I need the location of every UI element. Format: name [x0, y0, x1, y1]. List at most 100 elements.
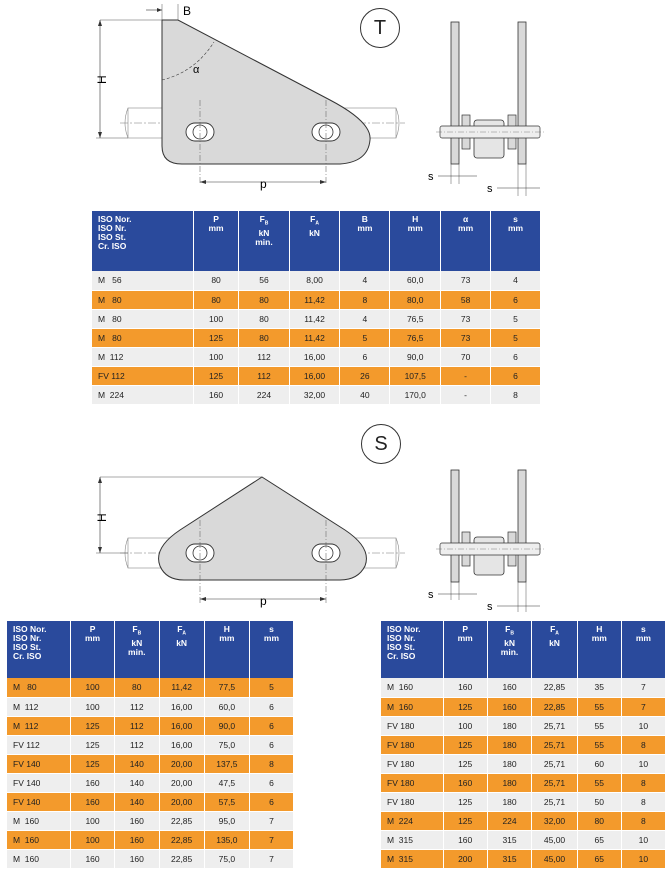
- table-cell: 32,00: [289, 385, 341, 405]
- label-b: B: [183, 4, 191, 18]
- table-cell: 224: [238, 385, 290, 405]
- table-cell: M 160: [381, 697, 444, 717]
- header-main: P: [213, 214, 219, 224]
- table-cell: M 112: [92, 347, 194, 367]
- table-cell: FV 180: [381, 754, 444, 774]
- table-cell: 112: [114, 735, 160, 755]
- table-cell: 76,5: [389, 328, 442, 348]
- table-cell: 135,0: [204, 830, 250, 850]
- table-cell: 22,85: [159, 830, 205, 850]
- table-cell: M 80: [92, 328, 194, 348]
- table-cell: 112: [114, 716, 160, 736]
- s-plate-front-view: [96, 476, 405, 605]
- table-cell: 6: [339, 347, 391, 367]
- table-cell: 100: [70, 811, 116, 831]
- table-cell: FV 140: [7, 773, 72, 793]
- header-unit: kN: [504, 637, 515, 648]
- table-cell: FV 140: [7, 754, 72, 774]
- table-cell: 160: [193, 385, 240, 405]
- table-cell: 5: [339, 328, 391, 348]
- table-cell: 90,0: [204, 716, 250, 736]
- header-main: ISO Nor. ISO Nr. ISO St. Cr. ISO: [98, 214, 132, 251]
- header-main: B: [361, 214, 368, 224]
- table-cell: M 160: [7, 849, 72, 869]
- label-s-bottom-left: s: [428, 589, 434, 601]
- table-cell: 55: [577, 735, 622, 755]
- header-main: s: [269, 624, 274, 634]
- table-cell: 315: [487, 849, 533, 869]
- type-t-badge: T: [360, 8, 400, 48]
- table-cell: 10: [621, 849, 667, 869]
- table-cell: 32,00: [531, 811, 578, 831]
- column-header: ISO Nor. ISO Nr. ISO St. Cr. ISO: [381, 621, 444, 678]
- table-cell: 26: [339, 366, 391, 386]
- table-cell: 6: [249, 716, 295, 736]
- header-unit: mm: [507, 223, 524, 233]
- header-subscript: A: [182, 630, 187, 637]
- table-cell: 90,0: [389, 347, 442, 367]
- table-cell: 40: [339, 385, 391, 405]
- table-cell: 8: [249, 754, 295, 774]
- table-cell: 6: [249, 792, 295, 812]
- table-cell: 11,42: [289, 309, 341, 329]
- table-cell: 7: [249, 849, 295, 869]
- table-cell: 5: [490, 309, 541, 329]
- table-cell: 11,42: [159, 678, 205, 698]
- table-cell: 22,85: [531, 697, 578, 717]
- table-cell: 125: [443, 697, 488, 717]
- header-subscript: B: [510, 630, 514, 637]
- table-cell: 8: [621, 811, 667, 831]
- table-cell: M 315: [381, 849, 444, 869]
- t-plate-front-view: [96, 4, 405, 185]
- table-cell: 45,00: [531, 830, 578, 850]
- table-cell: 160: [487, 678, 533, 698]
- label-s-top-left: s: [428, 171, 434, 183]
- table-cell: 20,00: [159, 792, 205, 812]
- table-cell: 25,71: [531, 716, 578, 736]
- table-cell: 8: [339, 290, 391, 310]
- table-cell: 7: [621, 697, 667, 717]
- table-cell: 125: [443, 754, 488, 774]
- table-cell: 75,0: [204, 735, 250, 755]
- table-cell: 100: [70, 697, 116, 717]
- table-cell: 80: [577, 811, 622, 831]
- table-cell: M 224: [92, 385, 194, 405]
- header-extra: min.: [500, 646, 519, 657]
- header-unit: mm: [458, 223, 474, 233]
- table-cell: 315: [487, 830, 533, 850]
- label-h-bottom: H: [95, 513, 109, 522]
- header-main: H: [412, 214, 419, 224]
- header-subscript: A: [315, 220, 319, 227]
- table-cell: 5: [249, 678, 295, 698]
- table-cell: 8: [621, 735, 667, 755]
- header-main: F: [550, 624, 556, 634]
- table-cell: 80,0: [389, 290, 442, 310]
- header-subscript: B: [264, 220, 269, 227]
- table-cell: M 56: [92, 271, 194, 291]
- table-cell: 6: [249, 697, 295, 717]
- label-s-top-right: s: [487, 183, 493, 195]
- table-cell: 60,0: [389, 271, 442, 291]
- table-cell: 22,85: [159, 811, 205, 831]
- table-cell: 180: [487, 792, 533, 812]
